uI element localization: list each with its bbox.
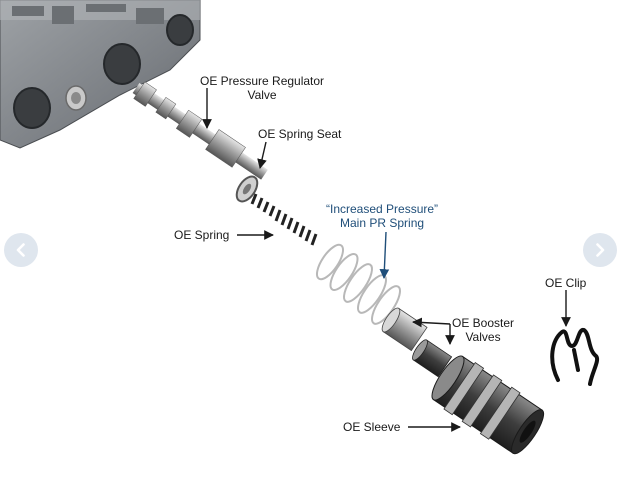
increased-pressure-label-line2: Main PR Spring bbox=[340, 216, 425, 230]
oe-spring-part bbox=[250, 193, 318, 246]
oe-clip-part bbox=[550, 327, 600, 386]
oe-clip-label: OE Clip bbox=[545, 276, 587, 290]
pressure-regulator-label-line2: Valve bbox=[247, 88, 277, 102]
oe-spring-label: OE Spring bbox=[174, 228, 230, 242]
valve-body-casting bbox=[0, 0, 201, 149]
chevron-right-icon bbox=[596, 243, 605, 257]
increased-pressure-label: “Increased Pressure” Main PR Spring bbox=[326, 202, 438, 230]
chevron-left-icon bbox=[16, 243, 25, 257]
spring-seat-part bbox=[235, 175, 259, 203]
booster-valves-part bbox=[381, 307, 453, 378]
increased-pressure-label-line1: “Increased Pressure” bbox=[326, 202, 439, 216]
spring-seat-label: OE Spring Seat bbox=[258, 127, 342, 141]
callout-arrows bbox=[202, 88, 571, 432]
pressure-regulator-label-line1: OE Pressure Regulator bbox=[200, 74, 325, 88]
next-image-button[interactable] bbox=[583, 233, 617, 267]
previous-image-button[interactable] bbox=[4, 233, 38, 267]
booster-valves-label-line2: Valves bbox=[465, 330, 501, 344]
booster-valves-label-line1: OE Booster bbox=[452, 316, 515, 330]
oe-sleeve-part bbox=[431, 355, 545, 455]
increased-pressure-spring-part bbox=[315, 243, 401, 325]
booster-valves-label: OE Booster Valves bbox=[452, 316, 514, 344]
pressure-regulator-valve-label: OE Pressure Regulator Valve bbox=[200, 74, 324, 102]
pressure-regulator-valve-part bbox=[132, 81, 268, 180]
oe-sleeve-label: OE Sleeve bbox=[343, 420, 401, 434]
